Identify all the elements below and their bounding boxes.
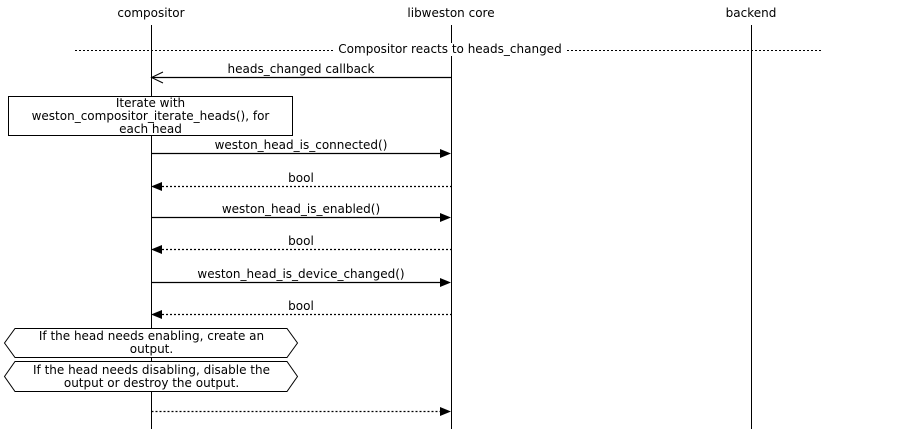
message-label-is-device-changed: weston_head_is_device_changed()	[197, 267, 405, 281]
participant-libweston-core: libweston core	[407, 6, 495, 20]
hexagon-note-box-1	[3, 328, 299, 358]
note-line: If the head needs enabling, create an	[38, 329, 265, 343]
filled-arrowhead-icon	[151, 245, 162, 254]
filled-arrowhead-icon	[151, 310, 162, 319]
filled-arrowhead-icon	[440, 407, 451, 416]
message-label-bool-3: bool	[288, 299, 314, 313]
message-label-bool-1: bool	[288, 171, 314, 185]
hexagon-note-disabling: If the head needs disabling, disable the…	[5, 364, 298, 390]
divider-label: Compositor reacts to heads_changed	[334, 43, 566, 56]
note-line: Iterate with	[115, 96, 186, 110]
note-box	[8, 96, 293, 136]
message-label-heads-changed-callback: heads_changed callback	[227, 62, 375, 76]
participant-backend: backend	[725, 6, 777, 20]
filled-arrowhead-icon	[440, 149, 451, 158]
hexagon-note-enabling: If the head needs enabling, create an ou…	[5, 330, 298, 356]
note-line: If the head needs disabling, disable the	[32, 363, 270, 377]
message-label-is-connected: weston_head_is_connected()	[214, 138, 388, 152]
note-iterate-heads: Iterate with weston_compositor_iterate_h…	[8, 97, 293, 136]
message-label-bool-2: bool	[288, 234, 314, 248]
filled-arrowhead-icon	[151, 182, 162, 191]
note-line: output.	[129, 342, 174, 356]
hexagon-note-box-2	[3, 361, 299, 392]
participant-compositor: compositor	[117, 6, 185, 20]
note-line: each head	[119, 122, 182, 136]
message-label-is-enabled: weston_head_is_enabled()	[221, 202, 381, 216]
filled-arrowhead-icon	[440, 213, 451, 222]
open-arrowhead-icon	[150, 71, 164, 84]
filled-arrowhead-icon	[440, 278, 451, 287]
note-line: weston_compositor_iterate_heads(), for	[31, 109, 270, 123]
note-line: output or destroy the output.	[63, 376, 240, 390]
